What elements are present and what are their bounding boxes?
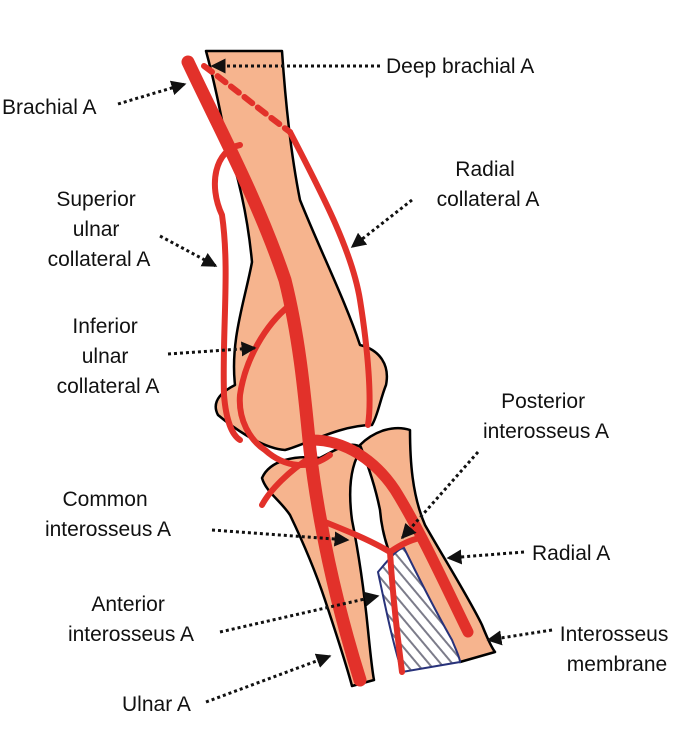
label-inferior-ulnar-collateral-line-3: collateral A [57, 375, 160, 398]
leader-interosseus-membrane [486, 628, 553, 646]
label-interosseus-membrane: Interosseus membrane [560, 623, 674, 676]
label-superior-ulnar-collateral: Superior ulnar collateral A [48, 188, 151, 271]
leader-common-interosseus [211, 528, 350, 547]
leader-lines [117, 58, 553, 704]
label-inferior-ulnar-collateral-line-2: ulnar [82, 345, 129, 368]
label-radial-collateral: Radial collateral A [437, 158, 540, 211]
label-ulnar: Ulnar A [122, 693, 191, 716]
label-superior-ulnar-collateral-line-1: Superior [56, 188, 135, 211]
label-radial-collateral-line-2: collateral A [437, 188, 540, 211]
label-superior-ulnar-collateral-line-3: collateral A [48, 248, 151, 271]
ulnar-recurrent-branch [259, 455, 313, 508]
radial-artery [306, 434, 474, 638]
anterior-interosseus-artery [387, 549, 405, 675]
common-interosseus-artery [317, 517, 393, 555]
label-anterior-interosseus-line-2: interosseus A [68, 623, 194, 646]
brachial-artery [181, 55, 367, 687]
radial-collateral-artery [287, 129, 373, 428]
inferior-ulnar-collateral-artery [236, 302, 333, 469]
label-posterior-interosseus-line-1: Posterior [501, 390, 585, 413]
superior-ulnar-collateral-artery [211, 142, 243, 443]
label-inferior-ulnar-collateral: Inferior ulnar collateral A [57, 315, 160, 398]
leader-superior-ulnar-collateral [159, 234, 218, 268]
leader-brachial [117, 80, 187, 106]
label-radial: Radial A [532, 542, 610, 565]
label-common-interosseus-line-2: interosseus A [45, 518, 171, 541]
label-superior-ulnar-collateral-line-2: ulnar [73, 218, 120, 241]
labels: Deep brachial A Brachial A Radial collat… [2, 55, 674, 716]
label-inferior-ulnar-collateral-line-1: Inferior [72, 315, 137, 338]
humerus [204, 49, 389, 452]
label-posterior-interosseus: Posterior interosseus A [483, 390, 609, 443]
leader-ulnar [205, 653, 332, 704]
label-anterior-interosseus-line-1: Anterior [91, 593, 165, 616]
label-common-interosseus: Common interosseus A [45, 488, 171, 541]
leader-radial-collateral [350, 198, 413, 249]
label-anterior-interosseus: Anterior interosseus A [68, 593, 194, 646]
label-radial-collateral-line-1: Radial [455, 158, 515, 181]
label-interosseus-membrane-line-2: membrane [567, 653, 667, 676]
label-deep-brachial: Deep brachial A [386, 55, 534, 78]
leader-inferior-ulnar-collateral [167, 341, 257, 357]
posterior-interosseus-artery [387, 535, 423, 555]
label-posterior-interosseus-line-2: interosseus A [483, 420, 609, 443]
leader-radial [446, 549, 525, 565]
label-brachial: Brachial A [2, 96, 97, 119]
label-common-interosseus-line-1: Common [62, 488, 147, 511]
leader-posterior-interosseus [400, 451, 480, 540]
label-interosseus-membrane-line-1: Interosseus [560, 623, 669, 646]
